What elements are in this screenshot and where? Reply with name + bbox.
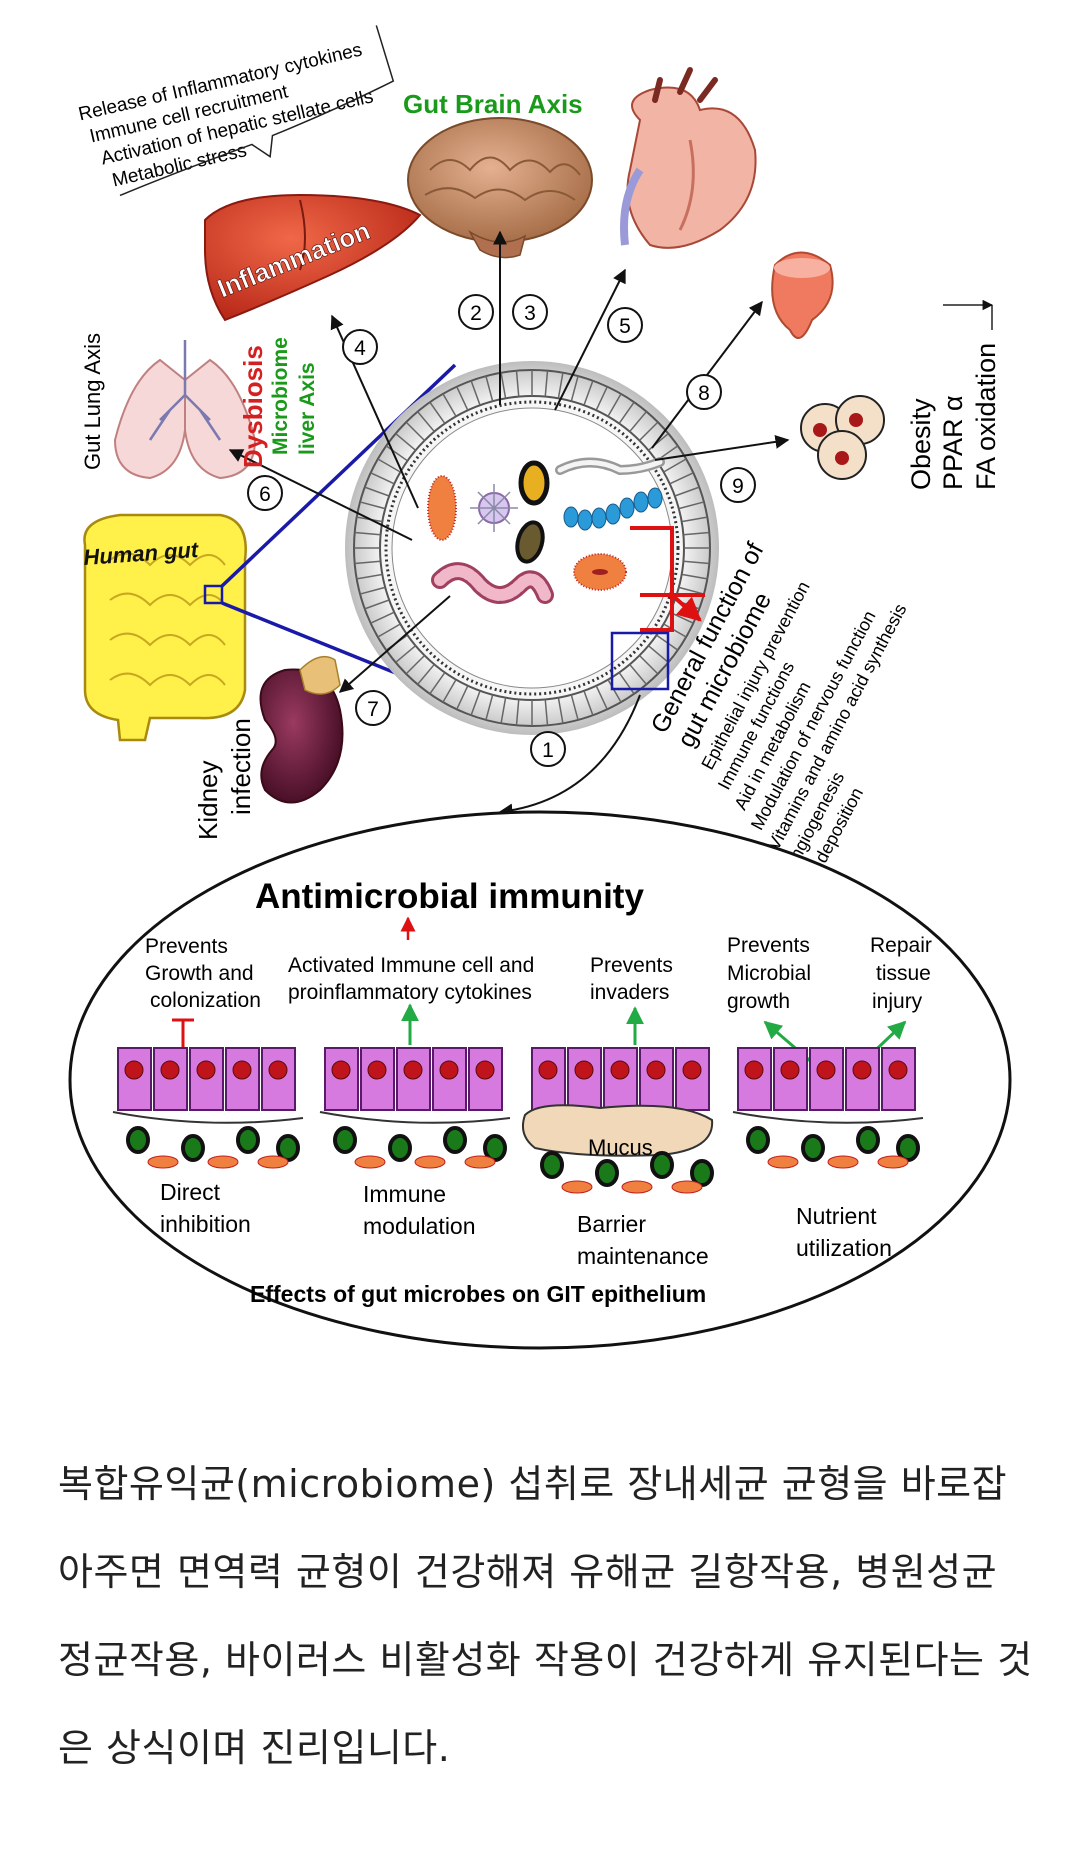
- svg-text:8: 8: [698, 382, 710, 405]
- inhibition-bracket: [630, 526, 705, 632]
- immunity-title: Antimicrobial immunity: [255, 877, 644, 916]
- svg-text:5: 5: [619, 315, 631, 338]
- svg-text:Microbial: Microbial: [727, 962, 811, 985]
- svg-text:Growth and: Growth and: [145, 962, 254, 985]
- svg-text:9: 9: [732, 475, 744, 498]
- obesity-label: Obesity: [906, 398, 936, 490]
- step-5: 5: [607, 307, 643, 343]
- svg-text:1: 1: [542, 739, 554, 762]
- lungs-illustration: [113, 340, 257, 480]
- epithelium-panel-2: [319, 1047, 511, 1169]
- step-8: 8: [686, 374, 722, 410]
- immunity-top-texts: Prevents Growth and colonization Activat…: [145, 934, 932, 1013]
- step-numbers: 1 2 3 4 5 6 7 8 9: [247, 294, 756, 767]
- svg-text:tissue: tissue: [876, 962, 931, 985]
- dysbiosis-label: Dysbiosis: [238, 345, 268, 468]
- panel-labels: Direct inhibition Immune modulation Barr…: [160, 1179, 892, 1269]
- intestine-illustration: [83, 513, 247, 742]
- svg-text:3: 3: [524, 302, 536, 325]
- kidney-infection-label: Kidney infection: [193, 718, 256, 840]
- liver-axis-label: liver Axis: [296, 362, 319, 455]
- kidney-illustration: [259, 655, 344, 804]
- svg-text:Kidney: Kidney: [193, 761, 223, 841]
- svg-text:maintenance: maintenance: [577, 1243, 709, 1269]
- svg-text:Repair: Repair: [870, 934, 932, 957]
- zoom-box: [610, 631, 670, 691]
- panel-label-direct: Direct: [160, 1179, 221, 1205]
- liver-effects-list: Release of Inflammatory cytokines Immune…: [77, 25, 395, 197]
- svg-text:Prevents: Prevents: [145, 935, 228, 958]
- gut-brain-axis-label: Gut Brain Axis: [403, 89, 583, 119]
- svg-text:infection: infection: [226, 718, 256, 815]
- antimicrobial-immunity-panel: Antimicrobial immunity Prevents Growth a…: [68, 810, 1012, 1350]
- svg-text:6: 6: [259, 483, 271, 506]
- step-2: 2: [458, 294, 494, 330]
- gut-lung-axis-label: Gut Lung Axis: [80, 333, 105, 470]
- step-9: 9: [720, 467, 756, 503]
- svg-text:7: 7: [367, 698, 379, 721]
- step-6: 6: [247, 475, 283, 511]
- epithelium-panel-4: [732, 1047, 924, 1169]
- svg-text:utilization: utilization: [796, 1235, 892, 1261]
- immunity-footer: Effects of gut microbes on GIT epitheliu…: [250, 1281, 706, 1307]
- step-3: 3: [512, 294, 548, 330]
- gut-microbiome-diagram: Release of Inflammatory cytokines Immune…: [68, 25, 1012, 1350]
- heart-illustration: [620, 67, 757, 249]
- panel-label-barrier: Barrier: [577, 1211, 646, 1237]
- brain-illustration: [407, 117, 593, 259]
- step-1: 1: [530, 731, 566, 767]
- step-7: 7: [355, 690, 391, 726]
- svg-text:4: 4: [354, 337, 366, 360]
- step-4: 4: [342, 329, 378, 365]
- epithelium-panel-3: [522, 1047, 714, 1194]
- svg-text:Prevents: Prevents: [590, 954, 673, 977]
- svg-text:modulation: modulation: [363, 1213, 476, 1239]
- epithelium-panel-1: [112, 1047, 304, 1169]
- caption-text: 복합유익균(microbiome) 섭취로 장내세균 균형을 바로잡아주면 면역…: [58, 1462, 1033, 1770]
- panel-label-nutrient: Nutrient: [796, 1203, 877, 1229]
- svg-text:2: 2: [470, 302, 482, 325]
- svg-text:Prevents: Prevents: [727, 934, 810, 957]
- liver-illustration: Inflammation: [204, 193, 422, 322]
- panel-label-immune: Immune: [363, 1181, 446, 1207]
- svg-text:colonization: colonization: [150, 989, 261, 1012]
- microbes: [427, 457, 665, 604]
- fa-oxidation-label: FA oxidation: [971, 343, 1001, 490]
- svg-text:injury: injury: [872, 990, 923, 1013]
- svg-text:inhibition: inhibition: [160, 1211, 251, 1237]
- svg-text:invaders: invaders: [590, 981, 669, 1004]
- svg-text:proinflammatory cytokines: proinflammatory cytokines: [288, 981, 532, 1004]
- mucus-label: Mucus: [588, 1135, 653, 1160]
- bladder-illustration: [771, 251, 834, 339]
- obesity-labels: Obesity PPAR α FA oxidation: [906, 299, 1001, 490]
- fat-cells-illustration: [800, 395, 885, 480]
- svg-text:growth: growth: [727, 990, 790, 1013]
- microbiome-label: Microbiome: [269, 337, 292, 455]
- ppar-label: PPAR α: [938, 395, 968, 490]
- svg-text:Activated Immune cell and: Activated Immune cell and: [288, 954, 534, 977]
